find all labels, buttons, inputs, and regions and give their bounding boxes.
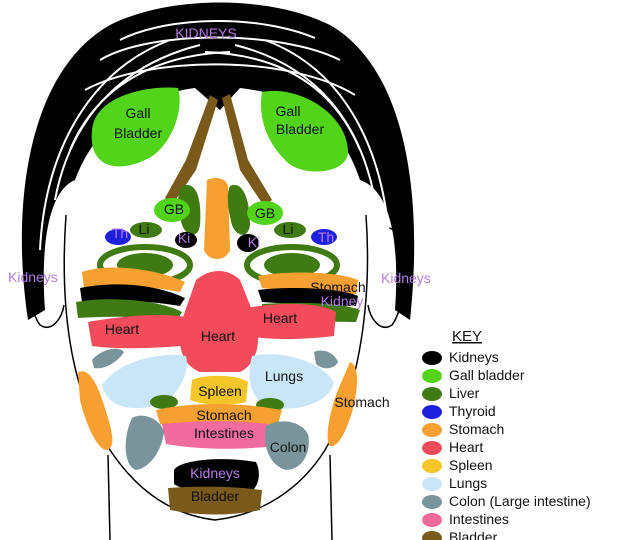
heart-region-left [88,315,192,349]
label-gb-left: GB [164,201,184,217]
label-colon: Colon [270,439,307,455]
label-stomach-center: Stomach [196,407,251,423]
key-swatch-colon [422,495,442,509]
key-label-colon: Colon (Large intestine) [449,493,591,509]
key-label-thyroid: Thyroid [449,403,496,419]
kidneys-region-right-cheek [258,288,358,306]
key-swatch-stomach [422,423,442,437]
face-outline [63,214,369,521]
label-stomach-right-cheek: Stomach [310,279,365,295]
label-kidneys-right: Kidneys [381,270,431,286]
stomach-region-nose [204,178,230,259]
liver-region-left-small [130,222,162,238]
label-heart-left: Heart [105,321,139,337]
label-kidneys-chin: Kidneys [190,465,240,481]
lungs-region-right [249,354,334,409]
label-bladder: Bladder [191,488,240,504]
bladder-region-brow-left [165,95,218,205]
eye-right-liver-center [264,253,320,277]
key-swatch-thyroid [422,405,442,419]
label-ki-right: Ki [248,234,260,250]
bladder-region-brow-right [222,94,272,206]
key-label-stomach: Stomach [449,421,504,437]
label-li-left: Li [139,221,150,237]
thyroid-region-left [105,229,131,245]
liver-region-right-upper [227,184,250,235]
label-gall-right-2: Bladder [276,121,325,137]
label-intestines: Intestines [194,425,254,441]
gall-bladder-region-right-small [247,201,283,225]
stomach-region-center [156,404,282,427]
label-kidneys-top: KIDNEYS [175,25,236,41]
label-heart-right: Heart [263,310,297,326]
kidneys-region-right-small [237,234,259,252]
key-label-kidneys: Kidneys [449,349,499,365]
label-spleen: Spleen [198,383,242,399]
label-heart-center: Heart [201,328,235,344]
heart-region-center [179,271,259,372]
gall-bladder-region-right [260,90,349,172]
key-label-liver: Liver [449,385,480,401]
key-swatch-lungs [422,477,442,491]
key-label-intestines: Intestines [449,511,509,527]
hair [21,2,415,320]
key-label-lungs: Lungs [449,475,487,491]
key-swatch-bladder [422,531,442,540]
label-gall-right-1: Gall [276,103,301,119]
kidneys-region-chin [174,459,259,493]
bladder-region-chin [168,486,262,515]
key-title: KEY [452,328,482,345]
label-stomach-jaw: Stomach [334,394,389,410]
thyroid-region-right [311,229,337,245]
label-kidneys-left: Kidneys [8,269,58,285]
label-gall-left-1: Gall [126,105,151,121]
key-swatch-liver [422,387,442,401]
colon-region-right-cheek [314,350,338,369]
stomach-region-left-jaw [78,371,113,451]
key-label-heart: Heart [449,439,483,455]
label-ki-left: Ki [178,230,190,246]
key-swatch-intestines [422,513,442,527]
kidneys-region-left-small [175,232,197,248]
key-swatch-kidneys [422,351,442,365]
key-swatch-spleen [422,459,442,473]
colon-region-right-lower [264,421,309,470]
label-kidney-right-small: Kidney [321,293,364,309]
heart-region-right [246,303,336,339]
label-lungs: Lungs [265,368,303,384]
key-swatch-gall-bladder [422,369,442,383]
key-label-bladder: Bladder [449,529,498,540]
lungs-region-left [102,355,187,409]
label-th-right: Th [318,229,334,245]
label-gb-right: GB [255,205,275,221]
neck-left [107,454,111,540]
intestines-region [162,421,280,449]
label-gall-left-2: Bladder [114,125,163,141]
liver-region-left-lower [150,395,178,409]
spleen-region [190,375,248,405]
key-label-spleen: Spleen [449,457,493,473]
gall-bladder-region-left [91,87,180,167]
label-li-right: Li [283,221,294,237]
neck-right [329,454,333,540]
colon-region-left-lower [125,415,164,470]
gall-bladder-region-left-small [154,198,190,222]
stomach-region-right-jaw [327,362,357,447]
label-th-left: Th [112,225,128,241]
colon-region-left-cheek [92,348,124,369]
liver-region-right-small [274,222,306,238]
key-swatch-heart [422,441,442,455]
key-label-gall-bladder: Gall bladder [449,367,525,383]
